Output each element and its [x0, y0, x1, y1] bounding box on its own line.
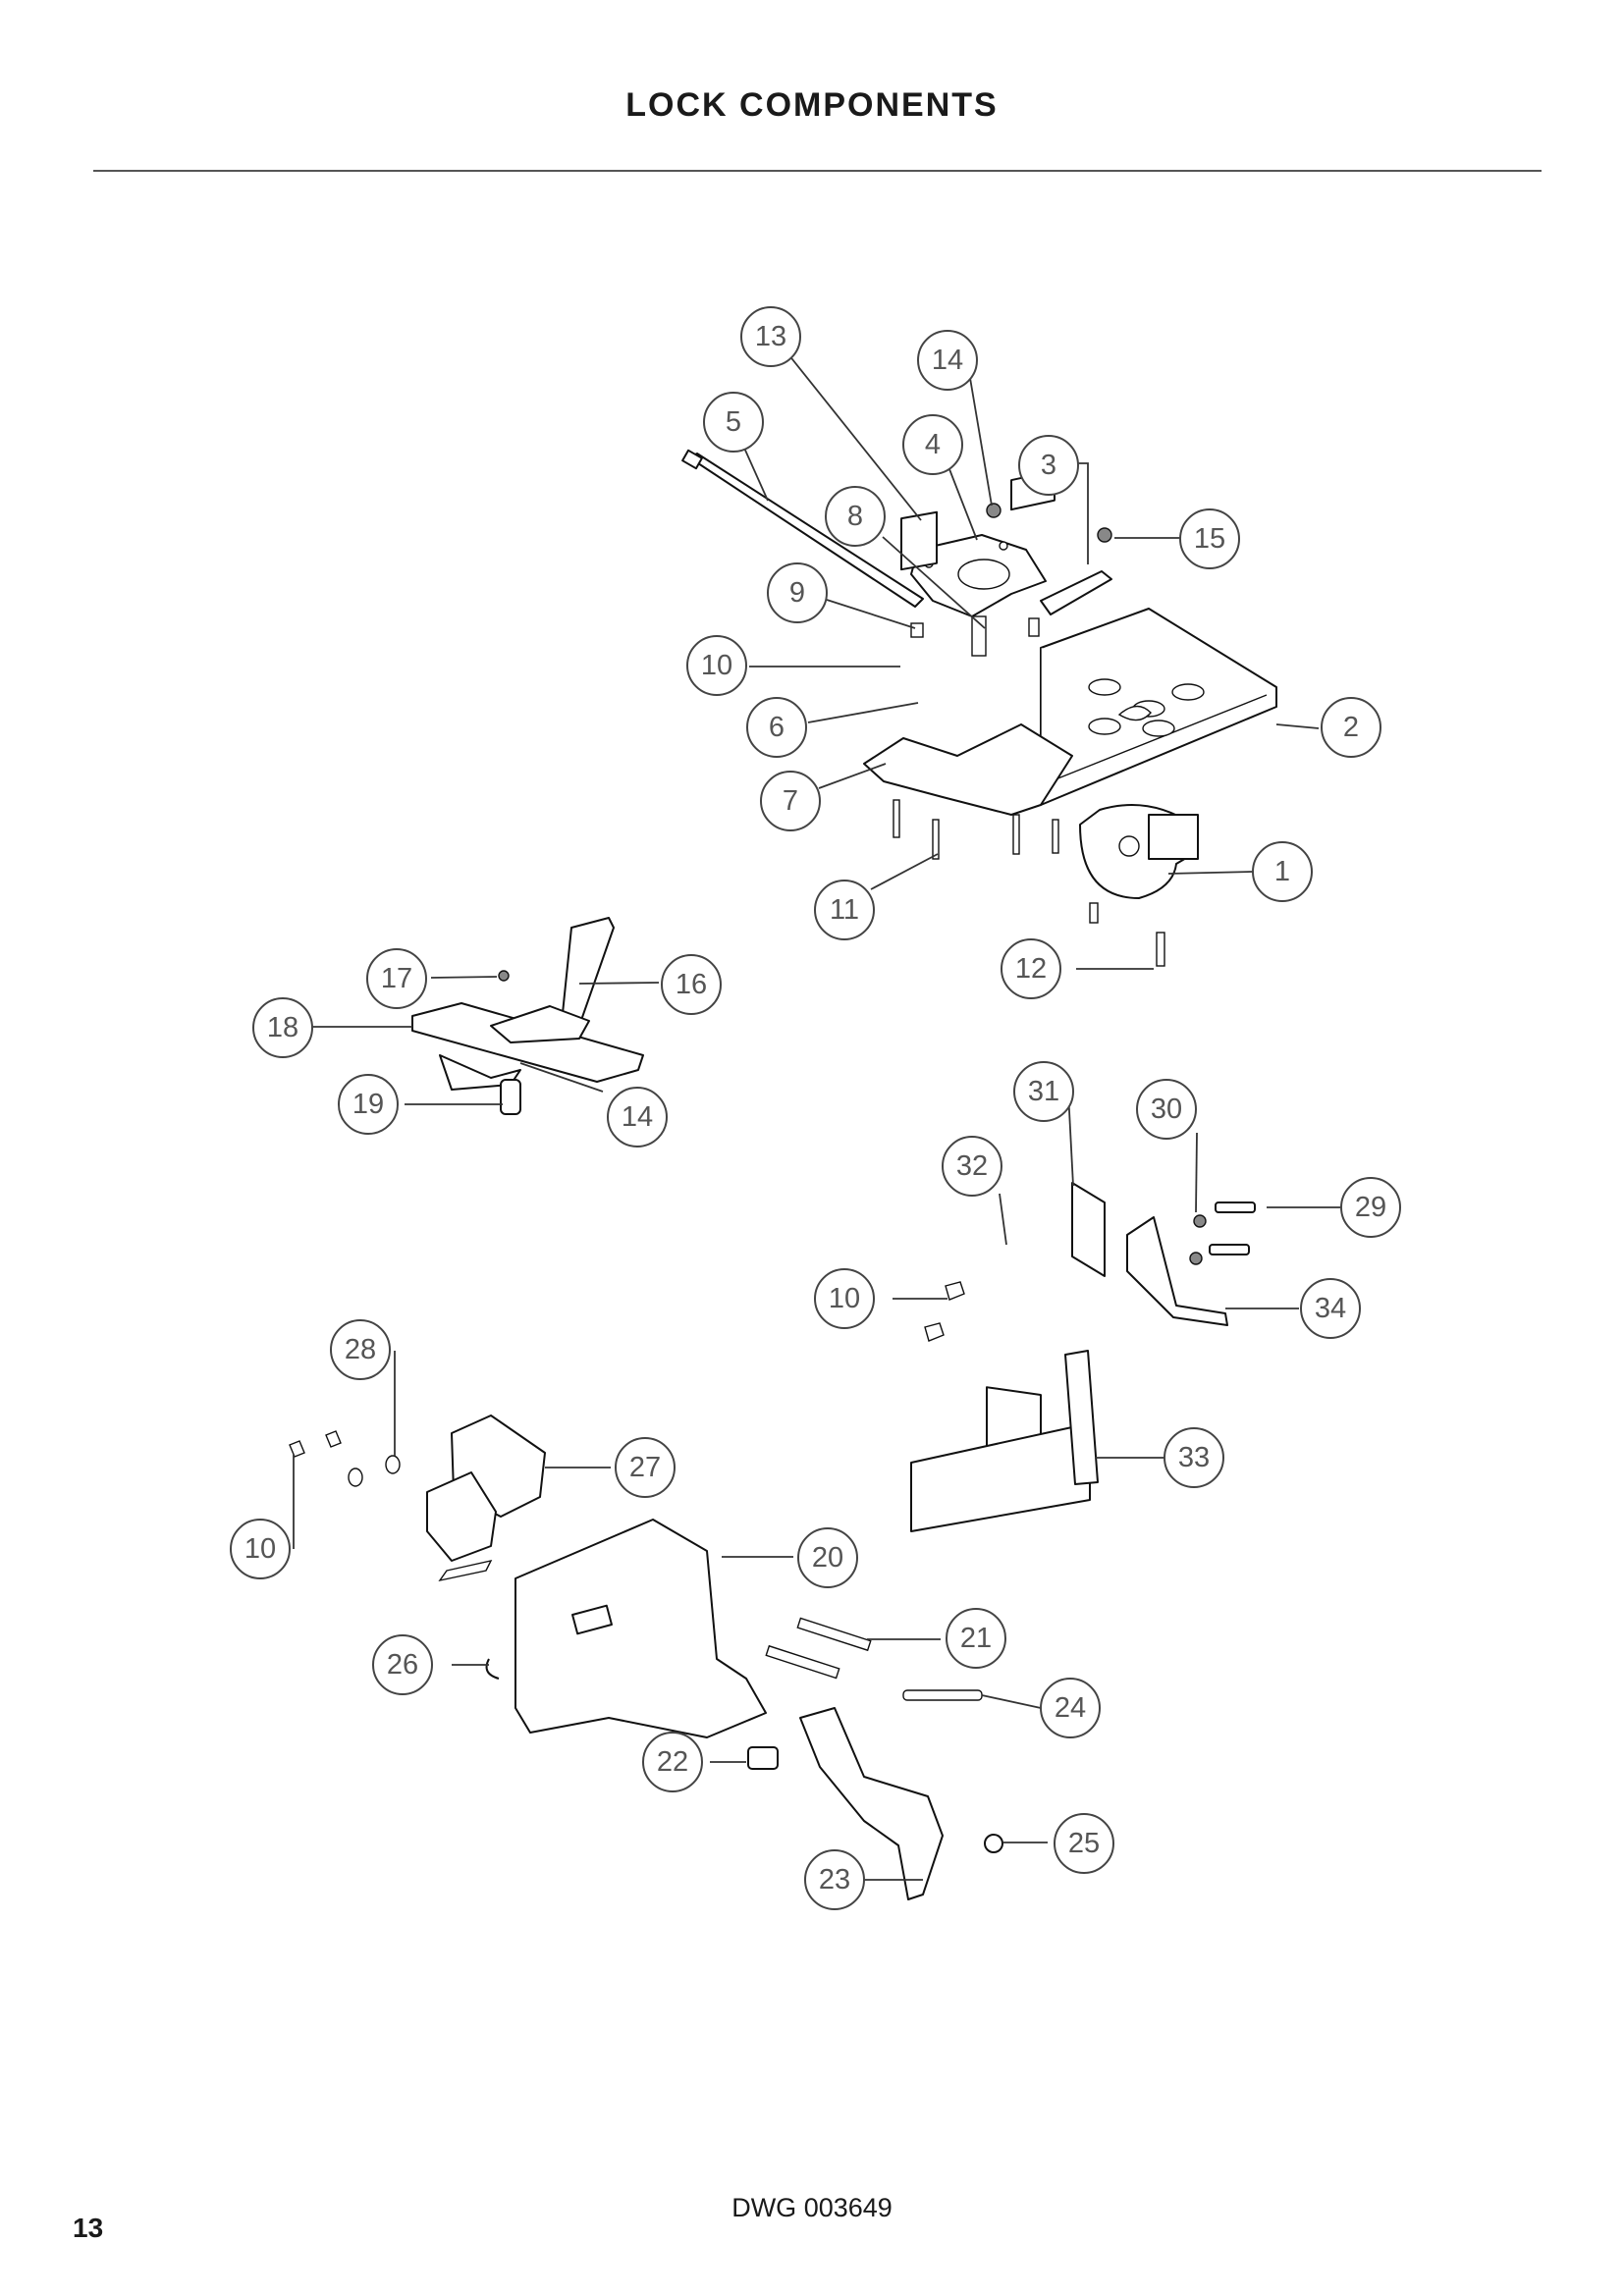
svg-text:31: 31 [1028, 1076, 1059, 1107]
svg-text:22: 22 [657, 1746, 688, 1778]
callout-16: 16 [661, 954, 722, 1015]
svg-text:3: 3 [1041, 450, 1056, 481]
callout-23: 23 [804, 1849, 865, 1910]
svg-text:25: 25 [1068, 1828, 1100, 1859]
callout-10-upper: 10 [686, 635, 747, 696]
part-handle-assembly [411, 917, 644, 1115]
callout-14-lower: 14 [607, 1087, 668, 1148]
part-lower-group [289, 1415, 1003, 1900]
svg-text:27: 27 [629, 1452, 661, 1483]
svg-text:10: 10 [829, 1283, 860, 1314]
svg-text:4: 4 [925, 429, 941, 460]
svg-text:26: 26 [387, 1649, 418, 1681]
title-rule [93, 170, 1542, 172]
part-base-bracket [863, 723, 1073, 816]
svg-text:23: 23 [819, 1864, 850, 1896]
callout-8: 8 [825, 486, 886, 547]
svg-text:9: 9 [789, 577, 805, 609]
svg-text:1: 1 [1274, 856, 1290, 887]
svg-text:7: 7 [783, 785, 798, 817]
part-motor [1079, 804, 1199, 899]
svg-text:10: 10 [701, 650, 732, 681]
callout-4: 4 [902, 414, 963, 475]
callout-28: 28 [330, 1319, 391, 1380]
callout-9: 9 [767, 562, 828, 623]
page-number: 13 [73, 2213, 104, 2243]
svg-text:10: 10 [244, 1533, 276, 1565]
page-title: LOCK COMPONENTS [625, 86, 999, 124]
svg-text:30: 30 [1151, 1094, 1182, 1125]
callout-24: 24 [1040, 1678, 1101, 1738]
callout-11: 11 [814, 880, 875, 940]
parts-illustrations [289, 449, 1277, 1900]
callout-6: 6 [746, 697, 807, 758]
svg-text:17: 17 [381, 963, 412, 994]
leader-lines [293, 348, 1340, 1881]
callout-19: 19 [338, 1074, 399, 1135]
callout-32: 32 [942, 1136, 1002, 1197]
part-right-group [910, 1182, 1256, 1532]
svg-text:21: 21 [960, 1623, 992, 1654]
callout-2: 2 [1321, 697, 1381, 758]
svg-text:14: 14 [622, 1101, 653, 1133]
svg-text:8: 8 [847, 501, 863, 532]
svg-text:24: 24 [1055, 1692, 1086, 1724]
drawing-number: DWG 003649 [731, 2193, 893, 2222]
callout-13: 13 [740, 306, 801, 367]
callout-1: 1 [1252, 841, 1313, 902]
callout-21: 21 [946, 1608, 1006, 1669]
callout-15: 15 [1179, 508, 1240, 569]
callout-17: 17 [366, 948, 427, 1009]
svg-text:18: 18 [267, 1012, 298, 1043]
svg-text:16: 16 [676, 969, 707, 1000]
svg-text:19: 19 [352, 1089, 384, 1120]
svg-text:29: 29 [1355, 1192, 1386, 1223]
part-tray [1040, 608, 1277, 806]
callout-12: 12 [1001, 938, 1061, 999]
svg-text:6: 6 [769, 712, 785, 743]
svg-text:2: 2 [1343, 712, 1359, 743]
callout-18: 18 [252, 997, 313, 1058]
callout-29: 29 [1340, 1177, 1401, 1238]
svg-text:5: 5 [726, 406, 741, 438]
callout-10-mid: 10 [814, 1268, 875, 1329]
callout-30: 30 [1136, 1079, 1197, 1140]
callout-31: 31 [1013, 1061, 1074, 1122]
callout-26: 26 [372, 1634, 433, 1695]
svg-text:15: 15 [1194, 523, 1225, 555]
svg-text:20: 20 [812, 1542, 843, 1574]
part-screws-upper [893, 503, 1165, 967]
callout-33: 33 [1164, 1427, 1224, 1488]
callout-25: 25 [1054, 1813, 1114, 1874]
part-rod [681, 449, 924, 608]
callout-3: 3 [1018, 435, 1079, 496]
svg-text:12: 12 [1015, 953, 1047, 985]
callout-22: 22 [642, 1732, 703, 1792]
callout-27: 27 [615, 1437, 676, 1498]
callout-bubbles: 13 14 5 4 3 8 15 9 10 6 2 7 1 11 12 17 1… [230, 306, 1401, 1910]
svg-text:14: 14 [932, 345, 963, 376]
svg-text:13: 13 [755, 321, 786, 352]
callout-10-lower: 10 [230, 1519, 291, 1579]
callout-20: 20 [797, 1527, 858, 1588]
svg-text:34: 34 [1315, 1293, 1346, 1324]
part-link [1040, 570, 1112, 615]
svg-text:33: 33 [1178, 1442, 1210, 1473]
callout-34: 34 [1300, 1278, 1361, 1339]
callout-5: 5 [703, 392, 764, 453]
callout-7: 7 [760, 771, 821, 831]
svg-text:11: 11 [830, 894, 859, 926]
svg-text:32: 32 [956, 1150, 988, 1182]
callout-14: 14 [917, 330, 978, 391]
svg-text:28: 28 [345, 1334, 376, 1365]
